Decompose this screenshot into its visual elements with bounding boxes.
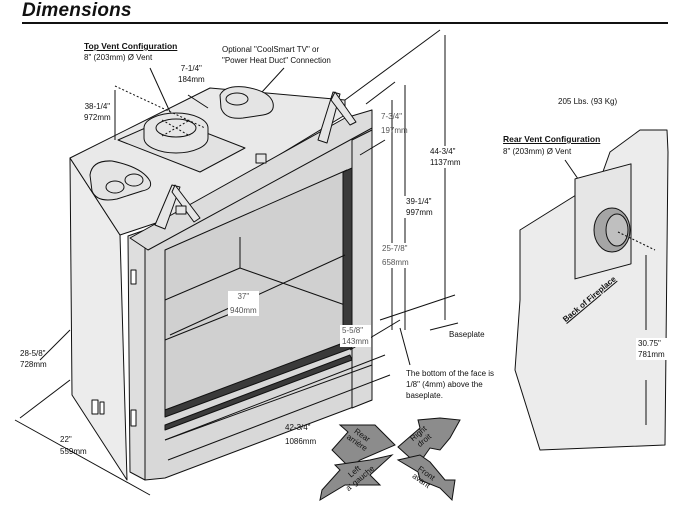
opening-width-dim: 37" 940mm [228,291,259,316]
dim-metric: 1086mm [285,437,317,446]
dim-metric: 997mm [406,208,433,217]
vent-offset-dim: 7-1/4" 184mm [178,63,205,85]
rear-vent-heading: Rear Vent Configuration [503,134,601,144]
rear-vent-height-dim: 30.75" 781mm [636,338,667,360]
dim-metric: 940mm [230,306,257,315]
coolsmart-outline [89,160,152,201]
arrow-right [397,417,461,466]
dim-imperial: 37" [237,292,250,301]
title-rule [22,22,668,24]
baseplate-label: Baseplate [449,330,485,339]
top-vent-heading: Top Vent Configuration [84,41,178,51]
page-title: Dimensions [22,0,132,21]
arrow-left [319,454,394,502]
baseplate-note: The bottom of the face is 1/8" (4mm) abo… [406,368,494,401]
note-line: 1/8" (4mm) above the [406,380,483,389]
top-trim-dim: 7-3/4" 197mm [381,111,408,136]
dim-imperial: 39-1/4" [406,197,432,206]
dim-imperial: 22" [60,435,72,444]
face-side-strip [127,229,146,481]
dim-metric: 781mm [638,350,665,359]
dim-metric: 197mm [381,126,408,135]
weight-label: 205 Lbs. (93 Kg) [558,97,618,106]
side-depth-dim: 28-5/8" 728mm [20,348,47,370]
overall-height-dim: 44-3/4" 1137mm [428,146,463,168]
bottom-trim-dim: 5-5/8" 143mm [340,325,371,347]
dim-metric: 184mm [178,75,205,84]
dim-metric: 972mm [84,113,111,122]
dim-imperial: 7-3/4" [381,112,403,121]
note-line: baseplate. [406,391,443,400]
base-depth-dim: 22" 559mm [60,434,87,457]
note-line: The bottom of the face is [406,369,495,378]
dim-imperial: 7-1/4" [180,64,202,73]
dim-imperial: 25-7/8" [382,244,408,253]
rear-vent-spec: 8" (203mm) Ø Vent [503,147,572,156]
dim-metric: 1137mm [430,158,461,167]
vent-depth-dim: 38-1/4" 972mm [84,101,111,123]
top-vent-spec: 8" (203mm) Ø Vent [84,53,153,62]
dim-imperial: 38-1/4" [84,102,111,111]
body-height-dim: 39-1/4" 997mm [404,196,435,218]
dim-metric: 658mm [382,258,409,267]
top-bracket-left [154,184,181,230]
dim-imperial: 30.75" [638,339,661,348]
dim-imperial: 28-5/8" [20,349,46,358]
arrow-front [396,454,456,502]
dim-imperial: 42-3/4" [285,423,311,432]
dim-metric: 559mm [60,447,87,456]
dim-imperial: 44-3/4" [430,147,456,156]
optional-connection-line2: "Power Heat Duct" Connection [222,56,331,65]
overall-width-dim: 42-3/4" 1086mm [285,422,316,447]
opening-height-dim: 25-7/8" 658mm [380,243,411,268]
dim-metric: 143mm [342,337,369,346]
optional-connection-line1: Optional "CoolSmart TV" or [222,45,320,54]
dim-metric: 728mm [20,360,47,369]
dim-imperial: 5-5/8" [342,326,364,335]
